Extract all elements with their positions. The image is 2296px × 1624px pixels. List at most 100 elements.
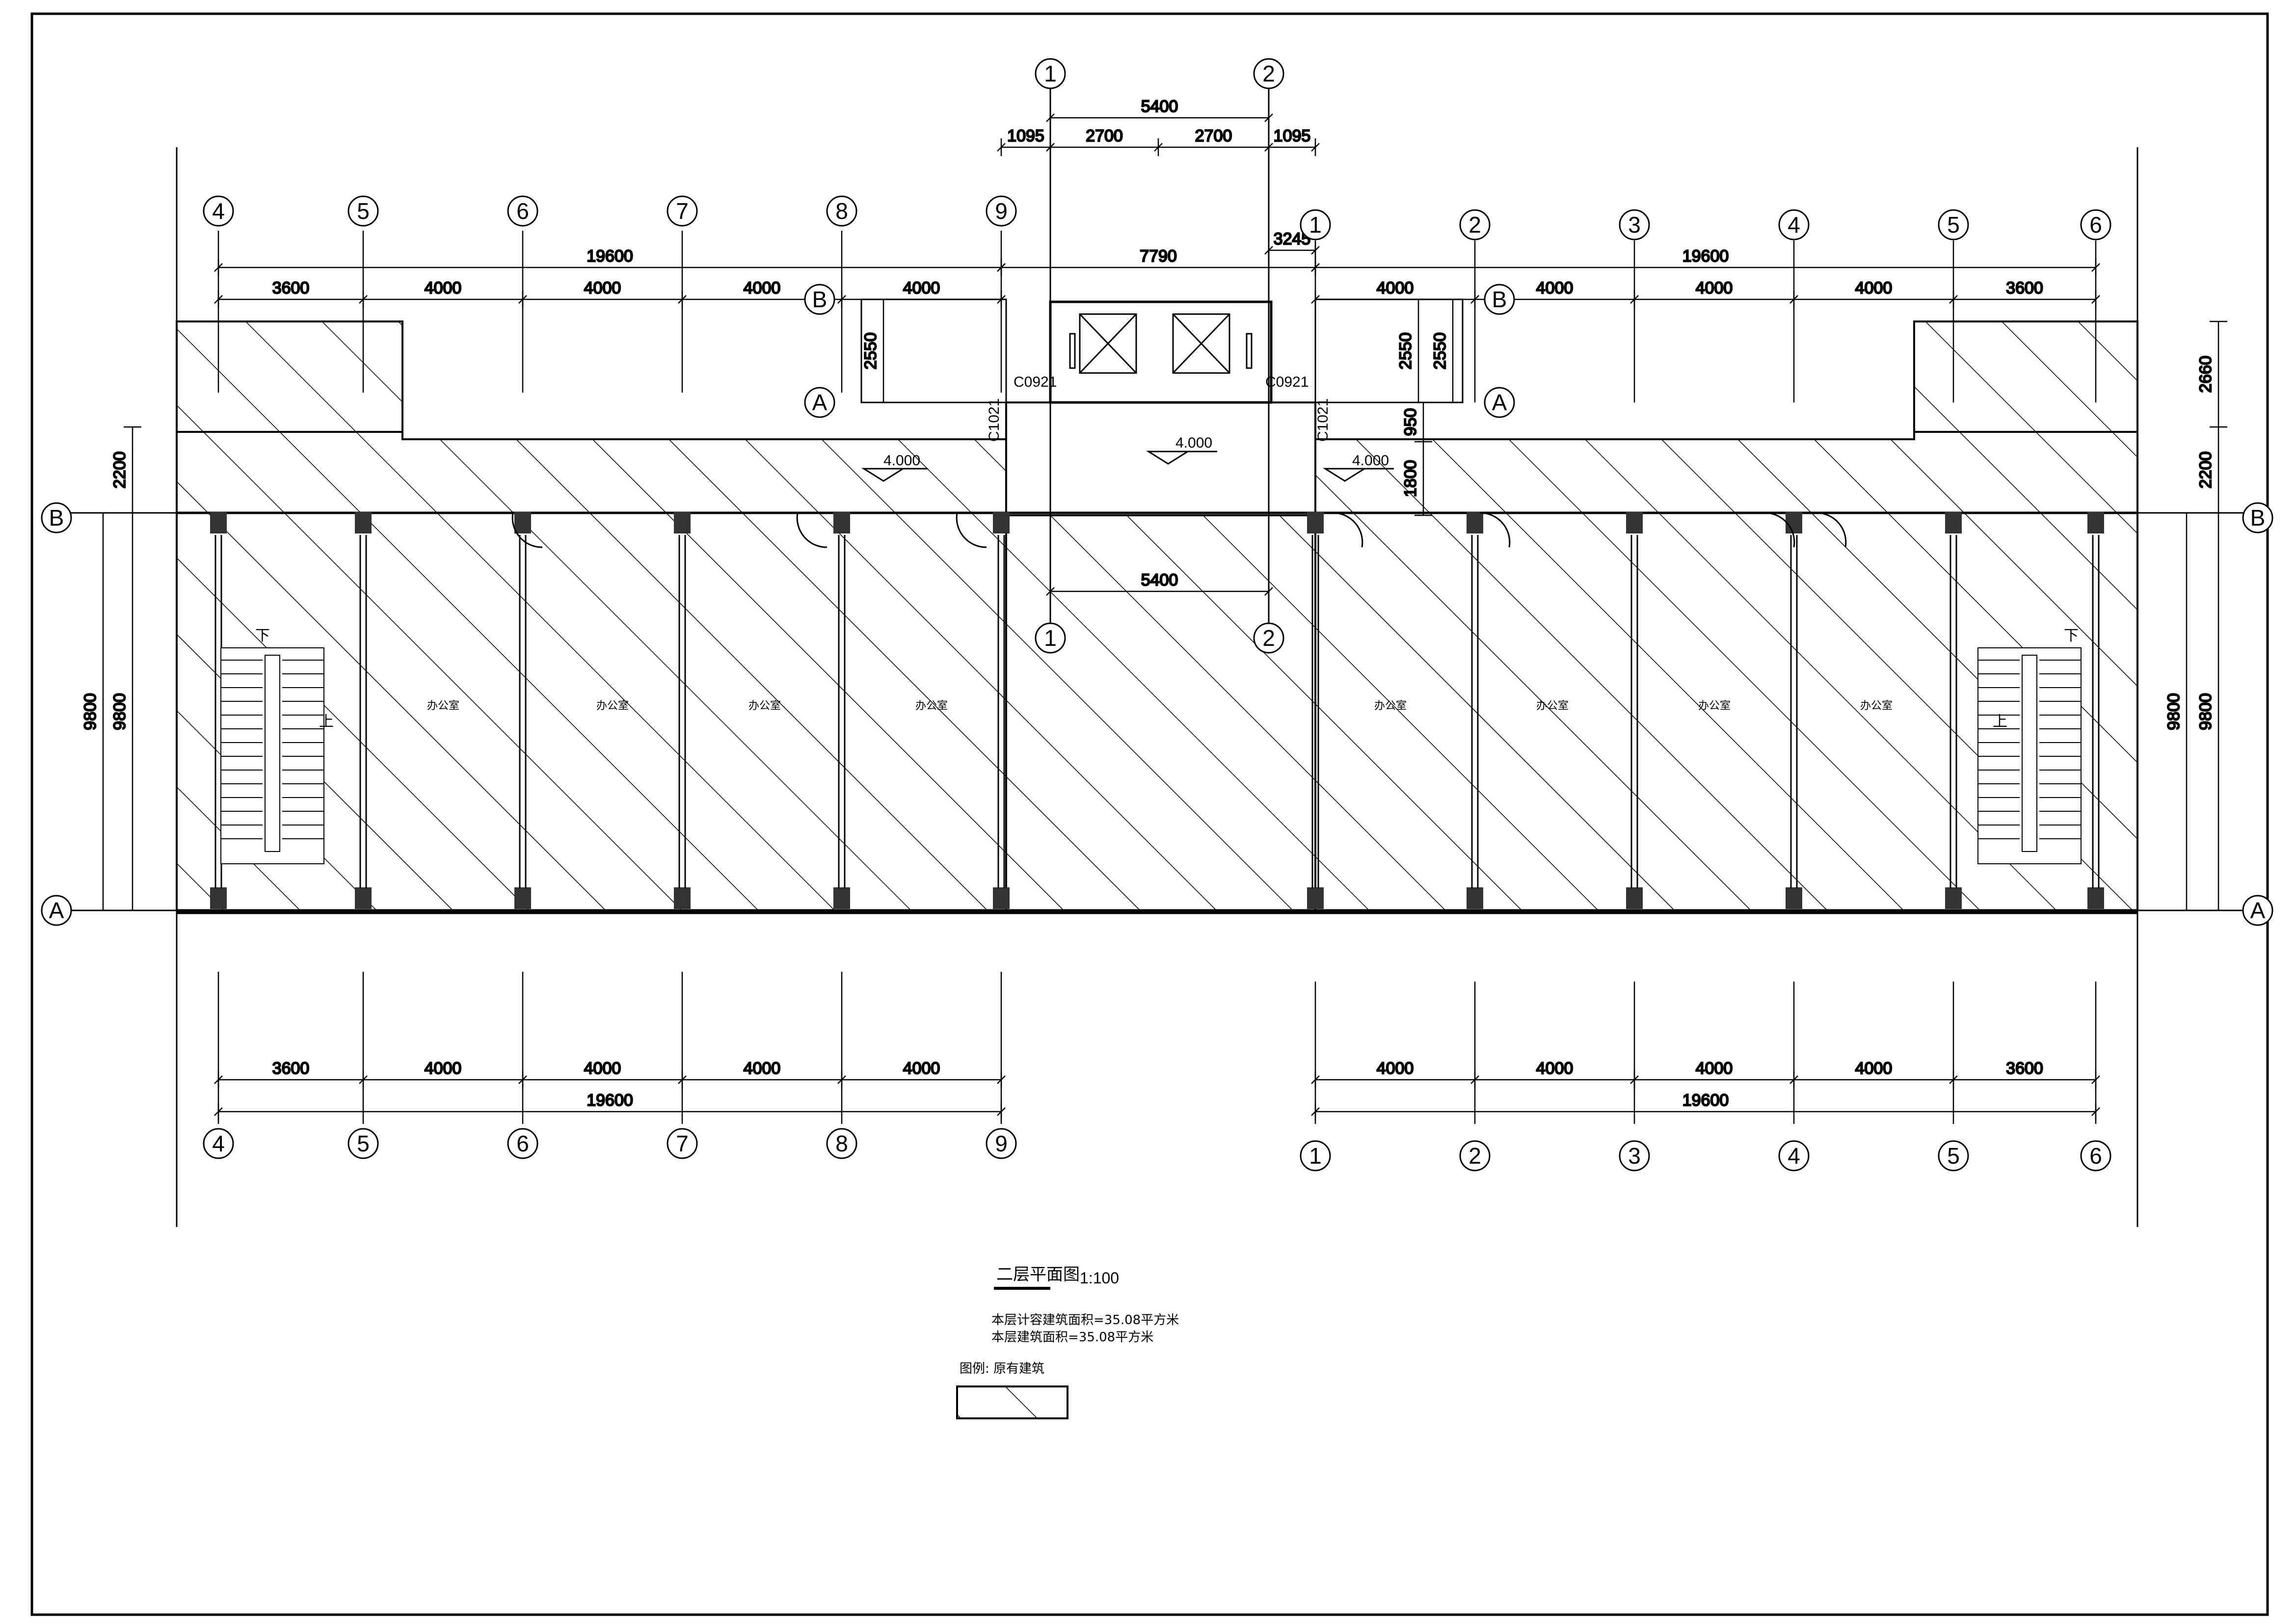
axis-bubble-row — [2242, 502, 2273, 533]
dim-label: 2550 — [1396, 332, 1415, 370]
column — [1307, 887, 1324, 909]
column — [1626, 887, 1643, 909]
column — [833, 512, 850, 533]
axis-bubble-top-label: 4 — [1788, 212, 1800, 238]
axis-bubble-core-lower-label: 1 — [1044, 625, 1057, 651]
door-tag: C1021 — [1315, 399, 1331, 442]
stair-right — [1977, 647, 2082, 864]
area-note-2: 本层建筑面积=35.08平方米 — [991, 1330, 1153, 1345]
dim-tick — [1264, 143, 1273, 152]
dim-label: 4000 — [425, 279, 462, 297]
column — [355, 887, 372, 909]
column — [355, 512, 372, 533]
column — [1786, 887, 1802, 909]
axis-bubble-row — [41, 895, 72, 926]
dim-label: 2200 — [2196, 452, 2215, 489]
axis-bubble-top-label: 5 — [1947, 212, 1960, 238]
axis-bubble-row-label: A — [2250, 898, 2266, 923]
dim-label: 4000 — [1536, 1059, 1574, 1078]
stair-left-up-label: 上 — [319, 714, 334, 730]
dim-tick — [1264, 587, 1273, 596]
axis-bubble-bottom — [1619, 1140, 1650, 1171]
dim-label: 19600 — [1682, 1091, 1729, 1110]
dim-label: 1095 — [1007, 127, 1044, 145]
axis-bubble-bottom — [347, 1128, 379, 1159]
drawing-scale: 1:100 — [1080, 1269, 1119, 1287]
drawing-title: 二层平面图 — [996, 1265, 1080, 1284]
axis-bubble-top — [1778, 209, 1810, 240]
column — [210, 512, 227, 533]
column — [1307, 512, 1324, 533]
level-label-left: 4.000 — [883, 453, 920, 469]
dim-label: 4000 — [1377, 279, 1414, 297]
legend-swatch — [956, 1385, 1068, 1419]
column — [514, 887, 531, 909]
dim-label: 2550 — [861, 332, 880, 370]
dim-label: 4000 — [1536, 279, 1574, 297]
axis-bubble-row — [804, 387, 835, 418]
dim-tick — [1046, 113, 1055, 122]
stair-right-up-label: 上 — [1993, 714, 2007, 730]
axis-bubble-bottom-label: 5 — [1947, 1143, 1960, 1169]
axis-bubble-bottom-label: 4 — [1788, 1143, 1800, 1169]
dim-label: 4000 — [584, 279, 621, 297]
axis-bubble-top — [2080, 209, 2111, 240]
level-marks — [861, 451, 1394, 482]
dim-label: 1800 — [1401, 460, 1420, 497]
axis-bubble-core-lower — [1253, 622, 1284, 654]
dim-label: 7790 — [1140, 247, 1177, 266]
dim-label: 4000 — [903, 1059, 940, 1078]
dim-label: 19600 — [587, 247, 633, 266]
column — [1467, 887, 1483, 909]
column — [1945, 512, 1962, 533]
axis-bubble-row — [41, 502, 72, 533]
axis-bubble-row-label: B — [49, 505, 64, 531]
axis-bubble-top-label: 9 — [995, 198, 1008, 224]
column — [993, 887, 1010, 909]
dim-label: 2200 — [110, 452, 129, 489]
dim-label: 1095 — [1274, 127, 1311, 145]
dim-label: 4000 — [1855, 1059, 1893, 1078]
axis-bubble-bottom-label: 5 — [357, 1131, 370, 1156]
axis-bubble-core — [1253, 58, 1284, 89]
dim-label: 4000 — [1855, 279, 1893, 297]
dim-label: 3245 — [1274, 230, 1311, 248]
window-tag: C0921 — [1014, 374, 1057, 390]
axis-bubble-bottom-label: 6 — [516, 1131, 529, 1156]
axis-bubble-top-label: 4 — [212, 198, 225, 224]
axis-bubble-core-lower-label: 2 — [1262, 625, 1275, 651]
dim-label: 4000 — [744, 1059, 781, 1078]
column — [674, 887, 691, 909]
column-group — [210, 512, 2104, 909]
axis-bubble-bottom — [203, 1128, 234, 1159]
axis-bubble-top — [1938, 209, 1969, 240]
room-label: 办公室 — [1860, 699, 1893, 712]
dim-label: 950 — [1401, 408, 1420, 436]
column — [1467, 512, 1483, 533]
axis-bubble-row — [1484, 284, 1515, 315]
dim-label: 5400 — [1141, 97, 1178, 116]
axis-bubble-top — [347, 195, 379, 227]
axis-bubble-bottom-label: 6 — [2089, 1143, 2102, 1169]
room-label: 办公室 — [1536, 699, 1569, 712]
dim-label: 3600 — [272, 1059, 310, 1078]
dim-label: 9800 — [2164, 693, 2183, 730]
axis-bubble-top-label: 1 — [1309, 212, 1322, 238]
level-label-right: 4.000 — [1352, 453, 1389, 469]
room-label: 办公室 — [596, 699, 629, 712]
dim-tick — [997, 143, 1006, 152]
axis-bubble-top — [667, 195, 698, 227]
stair-handrail — [265, 655, 280, 852]
dim-label: 4000 — [744, 279, 781, 297]
dim-label: 19600 — [1682, 247, 1729, 266]
axis-bubble-top-label: 2 — [1468, 212, 1481, 238]
column — [674, 512, 691, 533]
axis-bubble-row — [1484, 387, 1515, 418]
legend-label: 图例: 原有建筑 — [960, 1361, 1044, 1376]
door-tag: C1021 — [986, 399, 1002, 442]
dim-tick — [1154, 143, 1163, 152]
walls — [177, 511, 2137, 914]
axis-bubble-bottom-label: 1 — [1309, 1143, 1322, 1169]
axis-bubble-bottom — [986, 1128, 1017, 1159]
dim-tick — [1046, 143, 1055, 152]
